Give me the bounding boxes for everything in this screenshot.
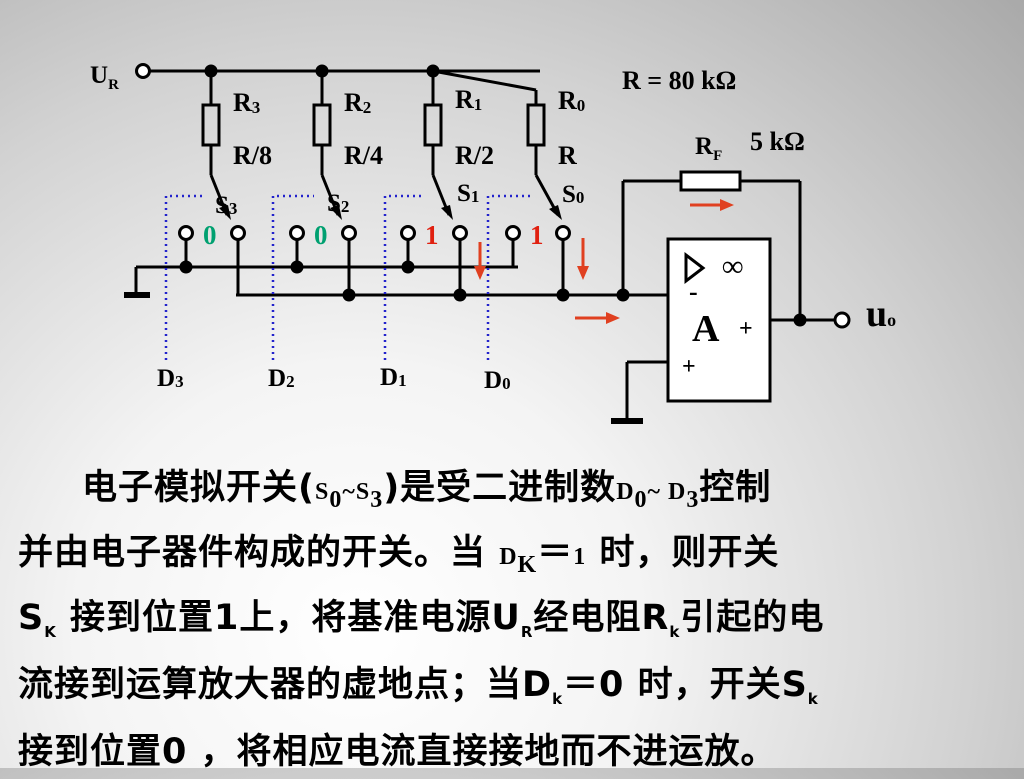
r2-value: R/4 xyxy=(344,141,383,170)
d0-label: D0 xyxy=(484,367,511,394)
resistor-r2 xyxy=(312,103,332,147)
ur-label: UR xyxy=(90,62,119,93)
opamp-label: A xyxy=(692,308,720,350)
s3-state: 0 xyxy=(203,220,217,250)
s0-label: S0 xyxy=(562,181,584,208)
rf-value: 5 kΩ xyxy=(750,127,805,156)
text-line-5: 接到位置0 ，将相应电流直接接地而不进运放。 xyxy=(18,732,777,772)
text-line-4: 流接到运算放大器的虚地点；当Dk＝0 时，开关Sk xyxy=(18,665,819,708)
r-value-label: R = 80 kΩ xyxy=(622,66,736,95)
r2-label: R2 xyxy=(344,88,371,117)
resistor-r1 xyxy=(423,103,443,147)
text-line-2: 并由电子器件构成的开关。当 DK＝1 时，则开关 xyxy=(18,533,780,578)
description-text: 电子模拟开关(S0~S3)是受二进制数D0~ D3控制 并由电子器件构成的开关。… xyxy=(18,462,1008,779)
text-line-3: SK 接到位置1上，将基准电源UR经电阻Rk引起的电 xyxy=(18,598,825,641)
opamp-minus: - xyxy=(689,277,698,306)
resistor-r3 xyxy=(201,103,221,147)
rf-label: RF xyxy=(695,133,722,164)
s1-state: 1 xyxy=(425,220,439,250)
r3-value: R/8 xyxy=(233,141,272,170)
dac-circuit-diagram: UR R = 80 kΩ R3 R2 R1 R0 R/8 R/4 R/2 R R… xyxy=(90,62,896,424)
d1-label: D1 xyxy=(380,364,407,391)
ur-terminal xyxy=(135,63,151,79)
r1-label: R1 xyxy=(455,85,482,114)
resistor-r0 xyxy=(526,103,546,147)
opamp-plus-input: + xyxy=(682,354,696,380)
s0-state: 1 xyxy=(530,220,544,250)
d3-label: D3 xyxy=(157,365,184,392)
s2-state: 0 xyxy=(314,220,328,250)
control-lines xyxy=(164,194,530,360)
text-line-1: 电子模拟开关(S0~S3)是受二进制数D0~ D3控制 xyxy=(82,468,772,513)
r1-value: R/2 xyxy=(455,141,494,170)
r0-label: R0 xyxy=(558,86,585,115)
output-terminal xyxy=(833,311,851,329)
opamp-plus-output: + xyxy=(739,316,753,342)
r0-value: R xyxy=(558,141,577,170)
current-arrows xyxy=(474,199,734,324)
opamp-triangle-icon xyxy=(684,251,706,285)
s3-label: S3 xyxy=(215,192,237,219)
infinity-symbol: ∞ xyxy=(722,250,743,283)
resistor-rf xyxy=(679,170,742,192)
s2-label: S2 xyxy=(327,190,349,217)
d2-label: D2 xyxy=(268,365,295,392)
s1-label: S1 xyxy=(457,180,479,207)
r3-label: R3 xyxy=(233,88,260,117)
output-label: uo xyxy=(866,293,896,335)
